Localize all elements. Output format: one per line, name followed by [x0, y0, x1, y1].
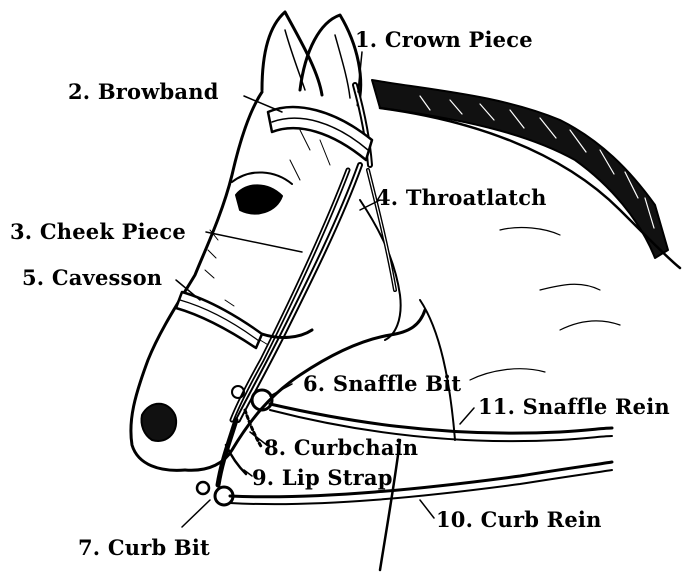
curb-bit-shank: [218, 420, 236, 485]
eye: [236, 185, 282, 213]
label-lip-strap: 9. Lip Strap: [252, 466, 393, 490]
label-curb-rein: 10. Curb Rein: [436, 508, 602, 532]
label-snaffle-rein: 11. Snaffle Rein: [478, 395, 670, 419]
label-snaffle-bit: 6. Snaffle Bit: [303, 372, 461, 396]
browband-strap: [268, 107, 372, 160]
cavesson-strap: [176, 292, 262, 348]
label-curb-bit: 7. Curb Bit: [78, 536, 210, 560]
label-cheek-piece: 3. Cheek Piece: [10, 220, 186, 244]
nostril: [141, 404, 176, 441]
lip-strap-line: [226, 445, 246, 474]
label-throatlatch: 4. Throatlatch: [376, 186, 547, 210]
mane: [372, 80, 668, 258]
label-curbchain: 8. Curbchain: [264, 436, 418, 460]
curbchain-links: [245, 410, 262, 448]
label-browband: 2. Browband: [68, 80, 219, 104]
label-cavesson: 5. Cavesson: [22, 266, 162, 290]
label-crown-piece: 1. Crown Piece: [355, 28, 533, 52]
